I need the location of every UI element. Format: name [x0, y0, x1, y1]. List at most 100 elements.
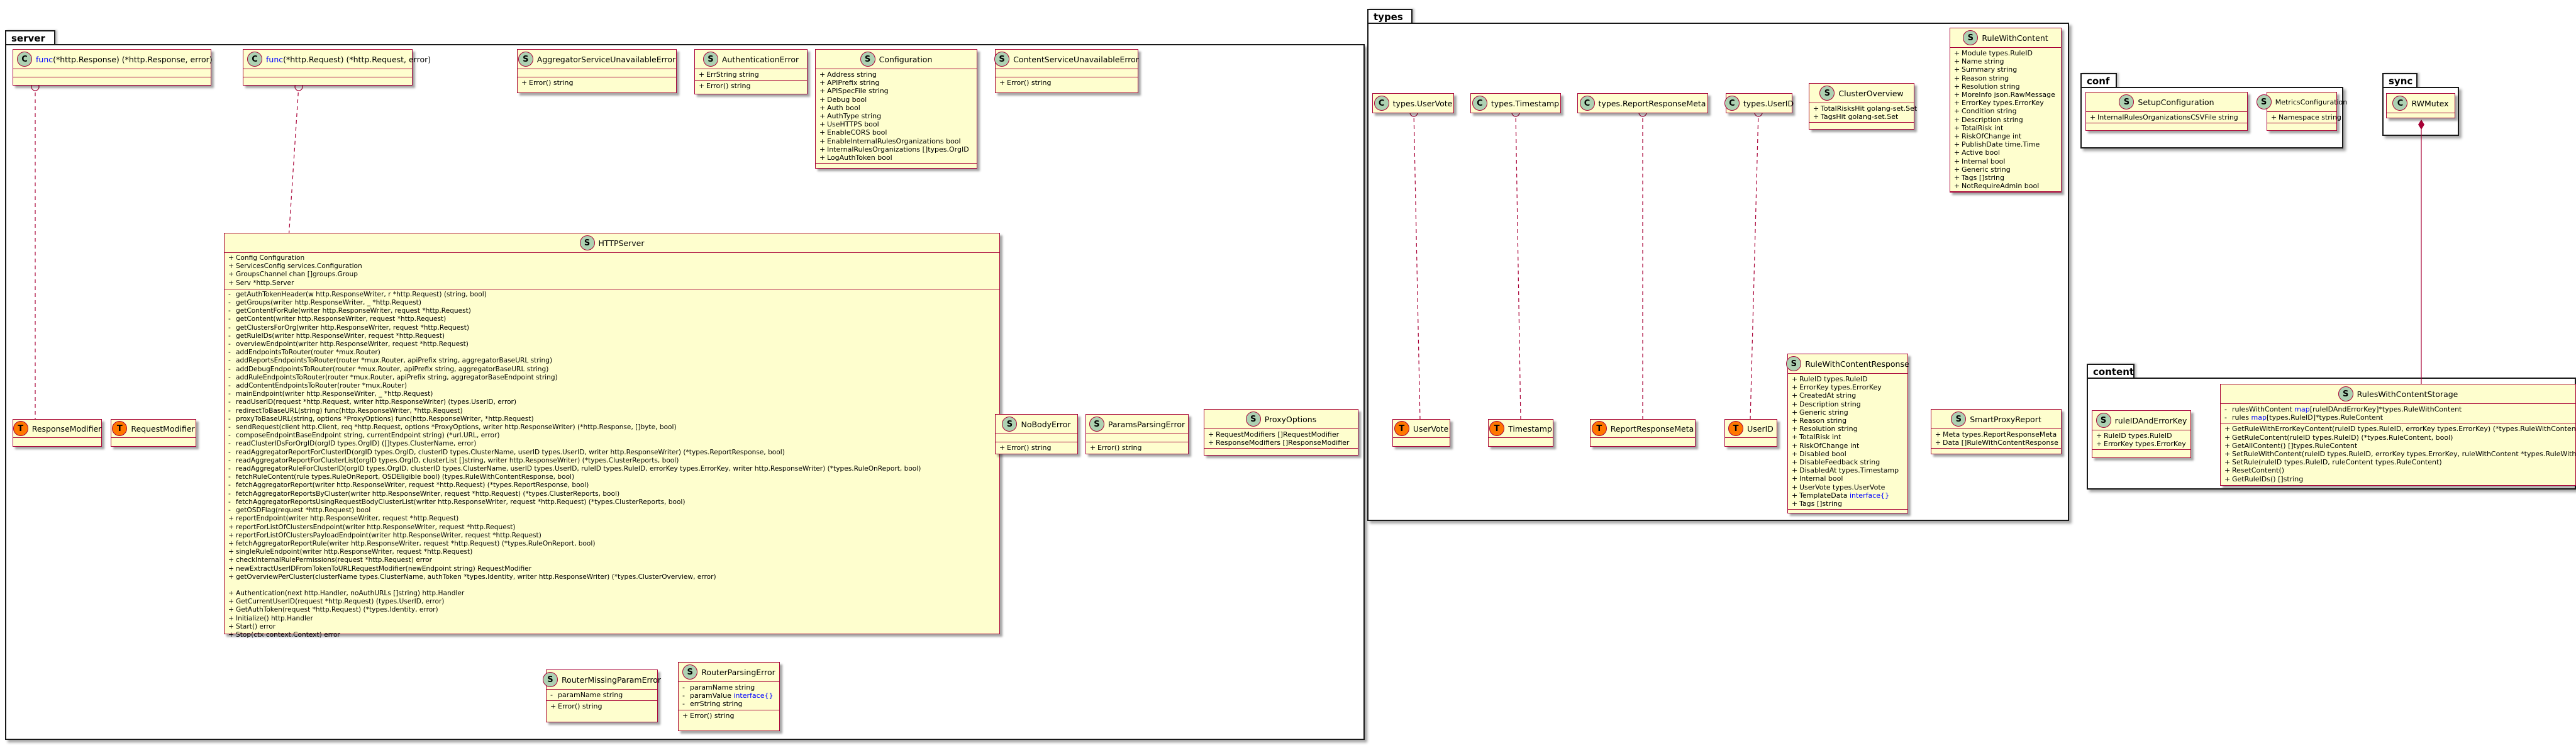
member-row: +TemplateData interface{} — [1792, 491, 1890, 500]
member-row: -addContentEndpointsToRouter(router *mux… — [228, 382, 408, 390]
class-reportresponsemeta[interactable]: T ReportResponseMeta — [1590, 419, 1696, 447]
member-row: -readAggregatorReportForClusterList(orgI… — [228, 456, 679, 464]
class-params-parsing-error[interactable]: S ParamsParsingError +Error() string — [1085, 414, 1189, 454]
class-uservote[interactable]: T UserVote — [1392, 419, 1450, 447]
member-row: -getContentForRule(writer http.ResponseW… — [228, 307, 471, 315]
class-configuration[interactable]: S Configuration +Address string +APIPref… — [815, 49, 977, 169]
member-row: +Module types.RuleID — [1954, 49, 2033, 57]
edge-timestamp-to-timestamp — [1515, 111, 1521, 421]
class-badge-icon: C — [1374, 96, 1389, 111]
struct-badge-icon: S — [860, 52, 875, 67]
member-row: +ResetContent() — [2224, 466, 2285, 475]
package-types-tab: types — [1367, 9, 1413, 24]
type-badge-icon: T — [1728, 421, 1744, 436]
struct-badge-icon: S — [2119, 94, 2135, 109]
type-badge-icon: T — [1591, 421, 1607, 436]
class-rwmutex[interactable]: C RWMutex — [2386, 93, 2455, 118]
struct-badge-icon: S — [1819, 86, 1835, 101]
member-row: -readAggregatorRuleForClusterID(orgID ty… — [228, 465, 921, 473]
member-row: -getContent(writer http.ResponseWriter, … — [228, 315, 447, 323]
class-setup-configuration[interactable]: S SetupConfiguration +InternalRulesOrgan… — [2085, 92, 2248, 131]
member-row: +Authentication(next http.Handler, noAut… — [228, 589, 465, 597]
member-row: -fetchAggregatorReport(writer http.Respo… — [228, 481, 589, 490]
struct-badge-icon: S — [1245, 412, 1261, 427]
class-userid[interactable]: T UserID — [1724, 419, 1777, 447]
struct-badge-icon: S — [2096, 413, 2111, 428]
member-row: +ErrorKey types.ErrorKey — [1954, 99, 2044, 108]
rule-with-content-fields: +Module types.RuleID+Name string+Summary… — [1950, 47, 2061, 191]
class-authentication-error[interactable]: S AuthenticationError +ErrString string … — [694, 49, 808, 94]
class-func-response[interactable]: C func(*http.Response) (*http.Response, … — [13, 49, 213, 86]
class-types-timestamp[interactable]: C types.Timestamp — [1470, 93, 1561, 113]
class-func-request[interactable]: C func(*http.Request) (*http.Request, er… — [243, 49, 431, 86]
class-rule-id-and-error-key[interactable]: S ruleIDAndErrorKey +RuleID types.RuleID… — [2092, 410, 2191, 458]
member-row: +Tags []string — [1792, 500, 1843, 508]
member-row: +Stop(ctx context.Context) error — [228, 630, 340, 639]
class-cluster-overview[interactable]: S ClusterOverview +TotalRisksHit golang-… — [1809, 83, 1917, 130]
edge-userid-to-userid — [1750, 111, 1759, 421]
member-row: -sendRequest(client http.Client, req *ht… — [228, 423, 677, 432]
struct-badge-icon: S — [1786, 356, 1802, 371]
class-nobody-error[interactable]: S NoBodyError +Error() string — [995, 414, 1078, 454]
class-rule-with-content[interactable]: S RuleWithContent +Module types.RuleID+N… — [1950, 28, 2062, 193]
member-row: +SetRuleWithContent(ruleID types.RuleID,… — [2224, 450, 2576, 459]
class-rules-with-content-storage[interactable]: S RulesWithContentStorage -rulesWithCont… — [2220, 384, 2576, 486]
type-badge-icon: T — [1394, 421, 1409, 436]
struct-badge-icon: S — [1951, 412, 1967, 427]
member-row: +GetRuleWithErrorKeyContent(ruleID types… — [2224, 425, 2576, 434]
class-rule-with-content-response[interactable]: S RuleWithContentResponse +RuleID types.… — [1786, 354, 1909, 513]
member-row: +ServicesConfig services.Configuration — [228, 262, 362, 271]
struct-badge-icon: S — [1089, 417, 1104, 432]
member-row: +Reason string — [1954, 74, 2009, 82]
class-types-uservote[interactable]: C types.UserVote — [1372, 93, 1454, 113]
member-row: +ErrorKey types.ErrorKey — [1792, 383, 1882, 392]
http-server-fields: +Config Configuration+ServicesConfig ser… — [225, 252, 999, 289]
rule-with-content-response-fields: +RuleID types.RuleID+ErrorKey types.Erro… — [1788, 373, 1907, 509]
class-badge-icon: C — [1579, 96, 1595, 111]
member-row: +CreatedAt string — [1792, 391, 1857, 400]
member-row: -getOSDFlag(request *http.Request) bool — [228, 507, 371, 515]
class-badge-icon: C — [1724, 96, 1740, 111]
class-http-server[interactable]: S HTTPServer +Config Configuration+Servi… — [224, 233, 1000, 639]
struct-badge-icon: S — [2256, 94, 2272, 109]
type-badge-icon: T — [13, 421, 28, 436]
class-smart-proxy-report[interactable]: S SmartProxyReport +Meta types.ReportRes… — [1931, 409, 2062, 454]
member-row: -getRuleIDs(writer http.ResponseWriter, … — [228, 332, 445, 340]
class-request-modifier[interactable]: T RequestModifier — [111, 419, 196, 447]
member-row: +Serv *http.Server — [228, 279, 294, 287]
member-row: -readAggregatorReportForClusterID(orgID … — [228, 448, 785, 456]
member-row: +Name string — [1954, 57, 2004, 66]
rules-storage-methods: +GetRuleWithErrorKeyContent(ruleID types… — [2221, 423, 2576, 484]
class-content-unavailable-error[interactable]: S ContentServiceUnavailableError +Error(… — [994, 49, 1139, 93]
member-row: -getGroups(writer http.ResponseWriter, _… — [228, 299, 421, 307]
class-metrics-configuration[interactable]: S MetricsConfiguration +Namespace string — [2256, 92, 2347, 131]
class-response-modifier[interactable]: T ResponseModifier — [13, 419, 102, 447]
class-timestamp[interactable]: T Timestamp — [1488, 419, 1553, 447]
member-row: +SetRule(ruleID types.RuleID, ruleConten… — [2224, 458, 2442, 467]
member-row: -fetchAggregatorReportsUsingRequestBodyC… — [228, 498, 686, 506]
class-proxy-options[interactable]: S ProxyOptions +RequestModifiers []Reque… — [1204, 409, 1358, 456]
class-badge-icon: C — [17, 52, 32, 67]
class-router-parsing-error[interactable]: S RouterParsingError -paramName string -… — [678, 662, 780, 731]
member-row: +NotRequireAdmin bool — [1954, 182, 2040, 191]
class-types-userid[interactable]: C types.UserID — [1724, 93, 1794, 113]
class-types-reportresponsemeta[interactable]: C types.ReportResponseMeta — [1577, 93, 1708, 113]
member-row: -addEndpointsToRouter(router *mux.Router… — [228, 349, 380, 357]
member-row: -getClustersForOrg(writer http.ResponseW… — [228, 323, 470, 332]
member-row: +reportForListOfClustersEndpoint(writer … — [228, 523, 516, 531]
class-badge-icon: C — [2392, 96, 2408, 111]
member-row: +Disabled bool — [1792, 449, 1846, 458]
member-row: -getAuthTokenHeader(w http.ResponseWrite… — [228, 290, 487, 298]
member-row: +Summary string — [1954, 65, 2018, 74]
member-row: -readUserID(request *http.Request, write… — [228, 398, 517, 406]
member-row: +GetRuleContent(ruleID types.RuleID) (*t… — [2224, 433, 2453, 442]
class-aggregator-unavailable-error[interactable]: S AggregatorServiceUnavailableError +Err… — [517, 49, 677, 93]
package-content-tab: content — [2087, 364, 2135, 379]
member-row: -readClusterIDsForOrgID(orgID types.OrgI… — [228, 440, 477, 448]
member-row: -fetchRuleContent(rule types.RuleOnRepor… — [228, 473, 575, 481]
struct-badge-icon: S — [682, 664, 698, 680]
member-row: -addDebugEndpointsToRouter(router *mux.R… — [228, 365, 549, 373]
member-row: +checkInternalRulePermissions(request *h… — [228, 556, 432, 564]
member-row: +getOverviewPerCluster(clusterName types… — [228, 573, 716, 581]
class-router-missing-param-error[interactable]: S RouterMissingParamError -paramName str… — [542, 669, 661, 722]
